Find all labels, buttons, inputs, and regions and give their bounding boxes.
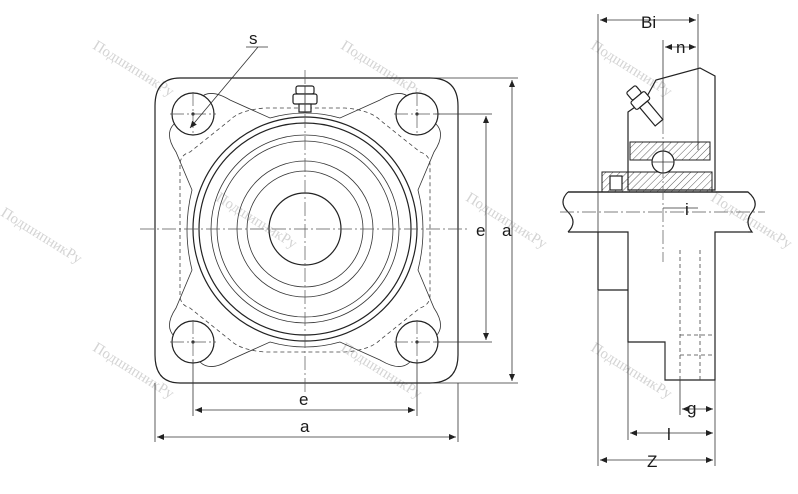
dim-label-s: s bbox=[249, 29, 258, 48]
watermark-text: ПодшипникРу bbox=[213, 190, 300, 253]
front-dimensions: s e a e a bbox=[154, 29, 518, 442]
watermark-text: ПодшипникРу bbox=[90, 38, 177, 101]
dim-label-a-horizontal: a bbox=[300, 417, 310, 436]
dim-label-n: n bbox=[676, 38, 685, 57]
side-grease-nipple bbox=[626, 85, 664, 127]
side-dimensions: Bi n i g l Z bbox=[597, 13, 716, 471]
dim-label-e-horizontal: e bbox=[299, 390, 308, 409]
dim-label-e-vertical: e bbox=[476, 221, 485, 240]
watermark-text: ПодшипникРу bbox=[588, 340, 675, 403]
watermark-text: ПодшипникРу bbox=[0, 205, 85, 268]
shaft bbox=[568, 191, 756, 233]
dim-label-a-vertical: a bbox=[502, 221, 512, 240]
dim-label-l: l bbox=[667, 425, 671, 444]
watermark-text: ПодшипникРу bbox=[90, 340, 177, 403]
watermark-text: ПодшипникРу bbox=[708, 190, 795, 253]
bearing-inner-ring-section bbox=[601, 171, 713, 193]
dim-label-g: g bbox=[687, 399, 696, 418]
front-view bbox=[140, 70, 470, 395]
hidden-boss-outline bbox=[179, 107, 431, 353]
watermark-text: ПодшипникРу bbox=[338, 38, 425, 101]
dim-label-bi: Bi bbox=[641, 13, 656, 32]
dim-label-i: i bbox=[685, 200, 689, 219]
side-view bbox=[560, 67, 765, 381]
dim-label-z: Z bbox=[647, 452, 657, 471]
